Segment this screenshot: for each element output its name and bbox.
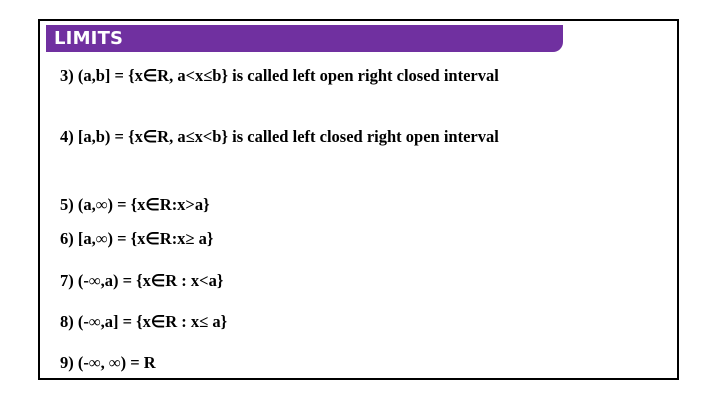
slide-frame: LIMITS 3) (a,b] = {x∈R, a<x≤b} is called…: [38, 19, 679, 380]
interval-definition-9: 9) (-∞, ∞) = R: [60, 353, 156, 372]
interval-definition-8: 8) (-∞,a] = {x∈R : x≤ a}: [60, 312, 228, 331]
interval-definition-4: 4) [a,b) = {x∈R, a≤x<b} is called left c…: [60, 127, 499, 146]
interval-definition-7: 7) (-∞,a) = {x∈R : x<a}: [60, 271, 224, 290]
interval-definition-5: 5) (a,∞) = {x∈R:x>a}: [60, 195, 210, 214]
slide-title: LIMITS: [54, 28, 124, 49]
interval-definition-3: 3) (a,b] = {x∈R, a<x≤b} is called left o…: [60, 66, 499, 85]
title-bar: LIMITS: [46, 25, 563, 52]
interval-definition-6: 6) [a,∞) = {x∈R:x≥ a}: [60, 229, 214, 248]
